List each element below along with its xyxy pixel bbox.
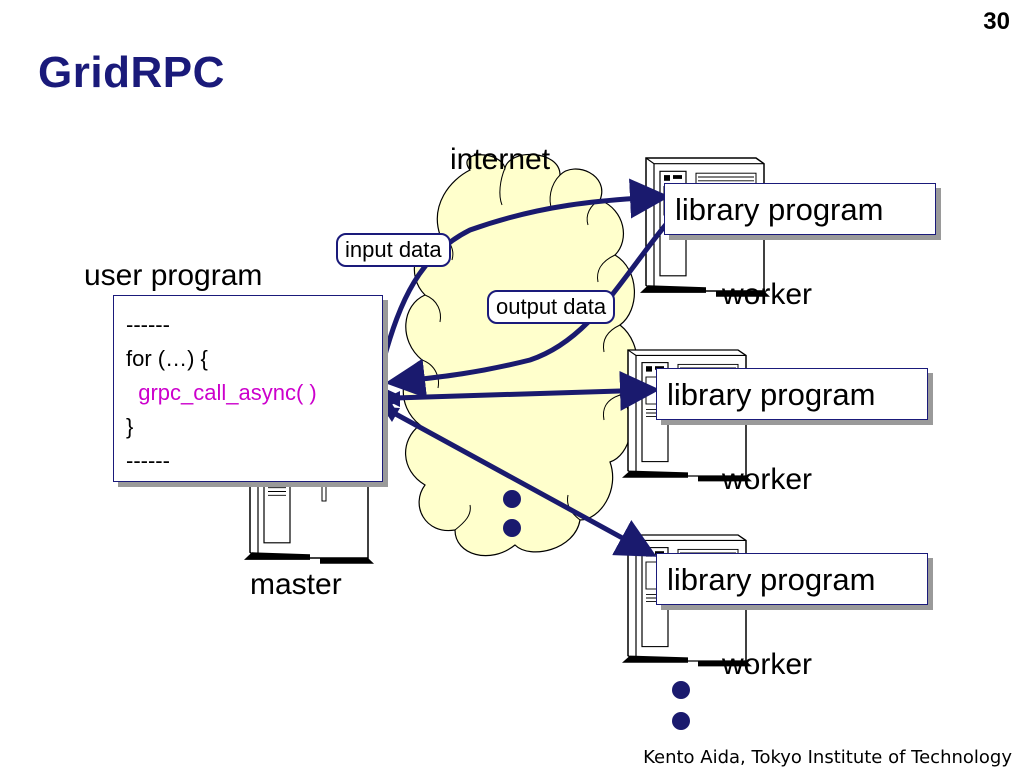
footer-credit: Kento Aida, Tokyo Institute of Technolog… [643,747,1012,768]
code-line: for (…) { [126,346,208,371]
master-label: master [250,568,342,601]
worker-1-label: worker [722,278,813,311]
worker-3-label: worker [722,648,813,681]
code-line: ------ [126,312,170,337]
page-number: 30 [983,8,1010,35]
worker-2-label: worker [722,463,813,496]
user-program-code-box: ------ for (…) { grpc_call_async( ) } --… [113,295,383,482]
worker-2-library-box: library program [656,368,928,420]
code-line-async-call: grpc_call_async( ) [126,380,317,405]
worker3-link-arrow [356,380,657,557]
code-line: } [126,414,134,439]
internet-label: internet [450,143,551,176]
user-program-label: user program [84,259,263,292]
worker-3-library-box: library program [656,553,928,605]
slide-title: GridRPC [38,48,225,97]
code-line: ------ [126,448,170,473]
worker-1-library-box: library program [664,183,936,235]
output-data-label: output data [487,290,616,324]
ellipsis-dots [503,490,690,730]
input-data-arrow [380,178,670,365]
input-data-label: input data [336,233,451,267]
